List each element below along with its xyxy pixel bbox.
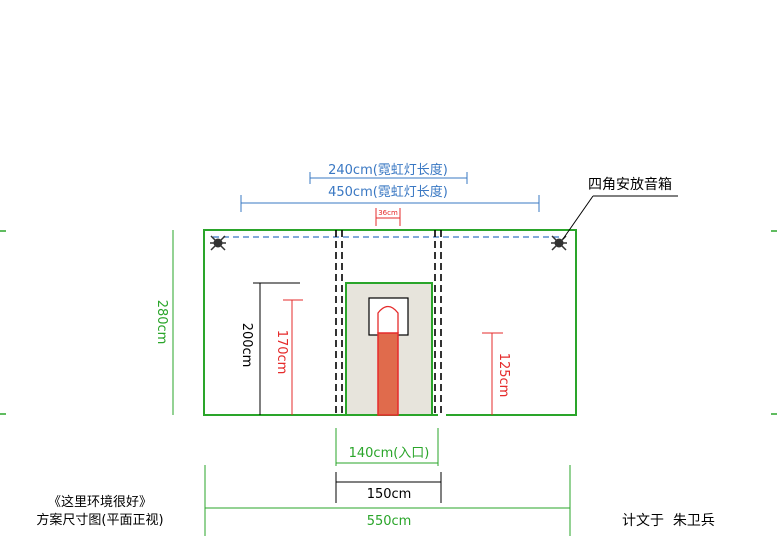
hoop-board <box>368 297 409 336</box>
doorway-dashed-lines <box>335 230 442 416</box>
dim-36-label: 36cm <box>378 209 398 217</box>
dim-550-label: 550cm <box>367 514 412 529</box>
speaker-icon-left <box>210 235 226 251</box>
dim-550-line <box>204 465 571 536</box>
speaker-icon-right <box>551 235 567 251</box>
speaker-note: 四角安放音箱 <box>588 176 672 193</box>
title-line-2: 方案尺寸图(平面正视) <box>36 512 163 528</box>
dim-240-label: 240cm(霓虹灯长度) <box>328 162 448 178</box>
dim-280-label: 280cm <box>154 300 169 345</box>
designer-credit: 计文于 朱卫兵 <box>622 513 715 529</box>
dim-125-line <box>482 332 503 415</box>
edge-ticks <box>0 230 777 415</box>
dim-140-label: 140cm(入口) <box>349 446 430 461</box>
dim-450-line <box>240 195 540 212</box>
dim-36-line <box>375 208 401 226</box>
dim-240-line <box>309 172 468 184</box>
dim-140-line <box>335 428 439 466</box>
dim-200-line <box>253 282 300 415</box>
dim-170-line <box>283 299 303 415</box>
dim-200-label: 200cm <box>239 323 254 368</box>
title-line-1: 《这里环境很好》 <box>48 494 152 510</box>
red-column <box>377 332 399 416</box>
room-outline <box>203 229 577 416</box>
dim-170-label: 170cm <box>274 330 289 375</box>
speaker-callout-line <box>562 195 594 240</box>
dim-450-label: 450cm(霓虹灯长度) <box>328 184 448 200</box>
dim-150-label: 150cm <box>367 487 412 502</box>
hoop-ring <box>377 305 399 333</box>
dim-125-label: 125cm <box>496 353 511 398</box>
dim-150-line <box>335 472 442 503</box>
